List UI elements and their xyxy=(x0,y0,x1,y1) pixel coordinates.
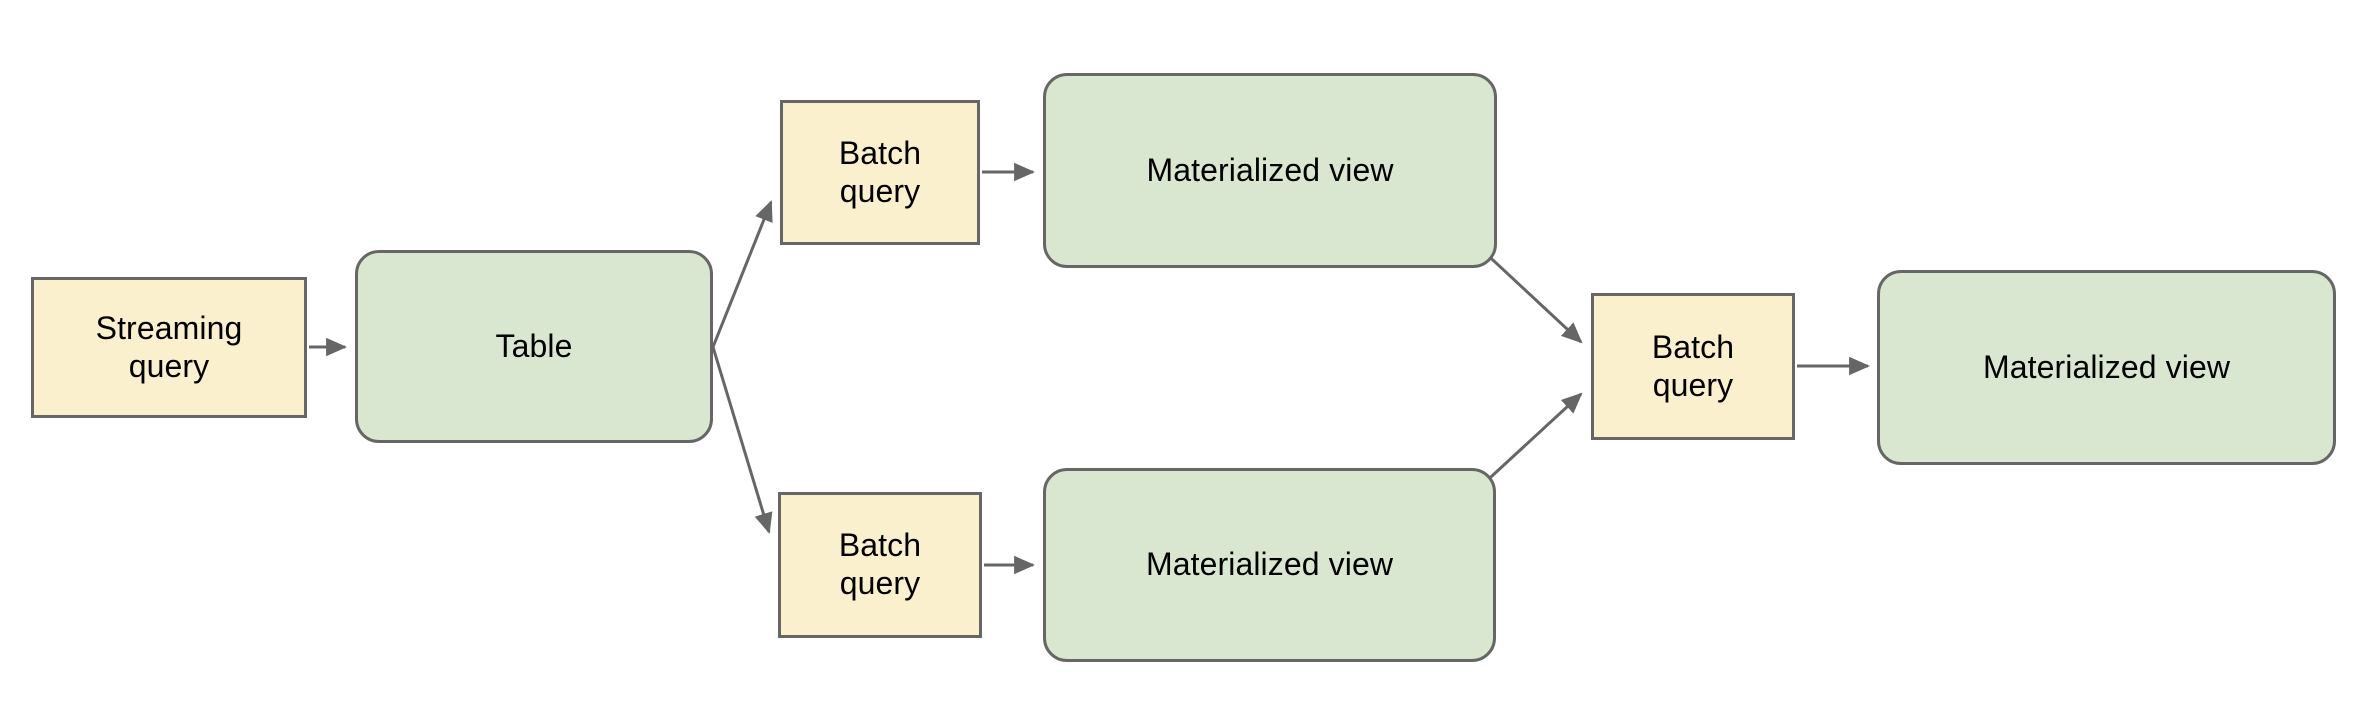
node-label-table: Table xyxy=(495,327,573,364)
node-label-batch-query-top: Batch query xyxy=(838,134,922,209)
edge-materialized-view-top-to-batch-query-right xyxy=(1478,246,1583,344)
node-table[interactable]: Table xyxy=(355,250,713,443)
node-materialized-view-right[interactable]: Materialized view xyxy=(1877,270,2336,465)
node-batch-query-top[interactable]: Batch query xyxy=(780,100,980,245)
node-streaming-query[interactable]: Streaming query xyxy=(31,277,307,418)
node-label-materialized-view-bottom: Materialized view xyxy=(1145,546,1394,583)
node-label-materialized-view-right: Materialized view xyxy=(1982,348,2231,385)
node-materialized-view-bottom[interactable]: Materialized view xyxy=(1043,468,1496,662)
edge-table-to-batch-query-top xyxy=(711,200,773,348)
node-label-materialized-view-top: Materialized view xyxy=(1146,151,1394,188)
node-label-batch-query-bottom: Batch query xyxy=(838,527,922,601)
node-batch-query-bottom[interactable]: Batch query xyxy=(778,492,982,638)
node-label-streaming-query: Streaming query xyxy=(95,309,243,384)
node-batch-query-right[interactable]: Batch query xyxy=(1591,293,1795,440)
edge-materialized-view-bottom-to-batch-query-right xyxy=(1478,392,1583,489)
edge-table-to-batch-query-bottom xyxy=(711,346,773,535)
node-materialized-view-top[interactable]: Materialized view xyxy=(1043,73,1497,268)
node-label-batch-query-right: Batch query xyxy=(1651,328,1735,403)
